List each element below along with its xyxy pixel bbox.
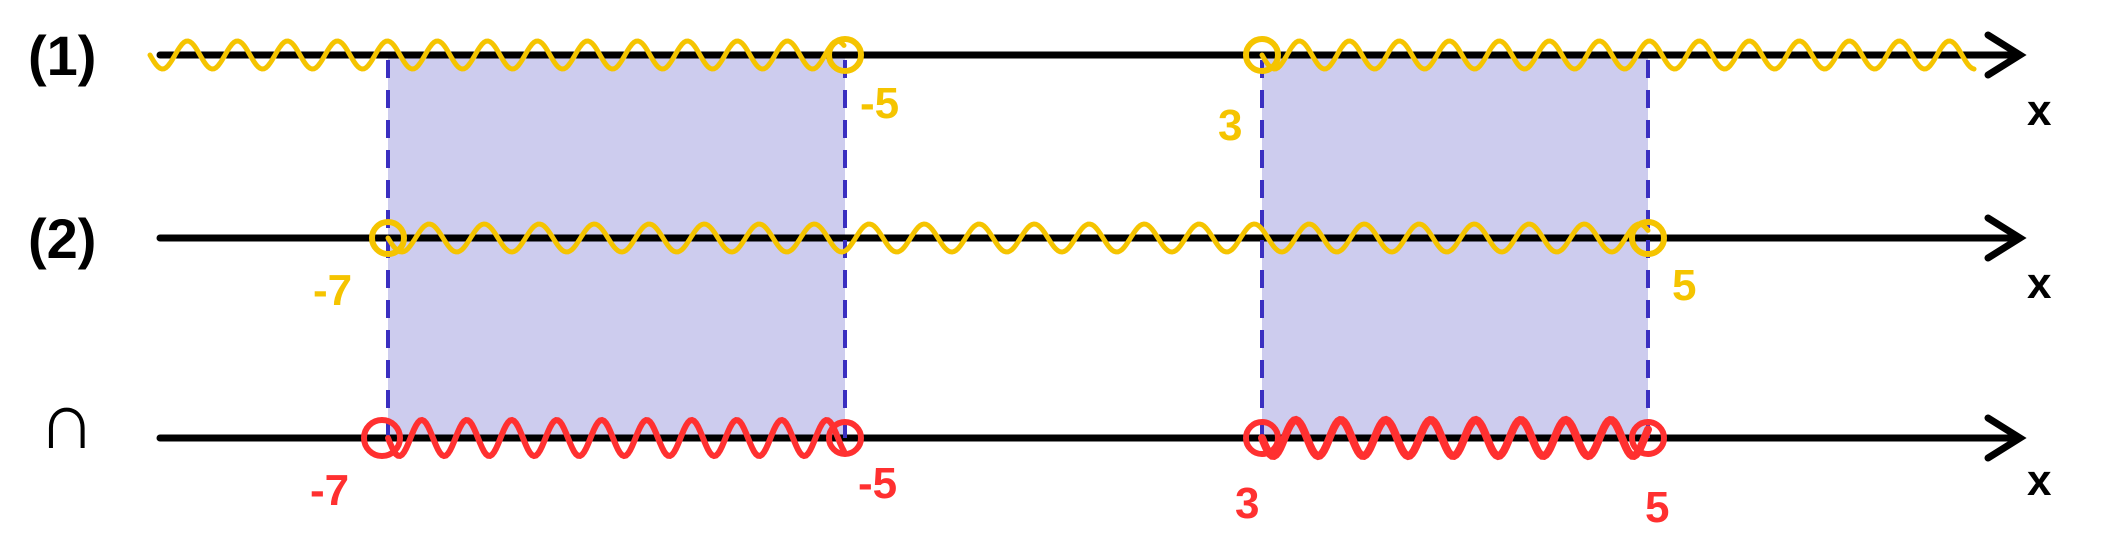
wave-row3-right	[1258, 415, 1652, 461]
row-label-1: (1)	[28, 24, 96, 87]
wave-row3-left	[385, 416, 847, 460]
point-label-row2-5: 5	[1672, 261, 1696, 310]
axis-label-x-3: x	[2027, 456, 2052, 505]
open-circle-row3--5	[826, 419, 864, 457]
row-label-intersection: ∩	[38, 376, 96, 465]
open-circle-row1-3	[1243, 36, 1281, 74]
open-circle-row2-5	[1629, 219, 1667, 257]
point-label-row2--7: -7	[313, 266, 352, 315]
wave-row2	[385, 221, 1651, 255]
arrow-head-3	[1984, 414, 2027, 462]
row-label-2: (2)	[28, 207, 96, 270]
wave-row1-left	[147, 38, 847, 72]
point-label-row3--5: -5	[858, 459, 897, 508]
open-circle-row3-5	[1629, 419, 1667, 457]
open-circle-row3--7	[361, 417, 403, 459]
point-label-row1--5: -5	[860, 79, 899, 128]
open-circle-row3-3	[1243, 419, 1281, 457]
point-label-row1-3: 3	[1218, 101, 1242, 150]
arrow-head-1	[1984, 31, 2027, 79]
point-label-row3--7: -7	[310, 466, 349, 515]
axis-label-x-1: x	[2027, 86, 2052, 135]
point-label-row3-5: 5	[1645, 483, 1669, 532]
wave-row1-right	[1259, 38, 1977, 72]
arrow-head-2	[1984, 214, 2027, 262]
axis-label-x-2: x	[2027, 259, 2052, 308]
open-circle-row2--7	[369, 219, 407, 257]
point-label-row3-3: 3	[1235, 479, 1259, 528]
open-circle-row1--5	[826, 36, 864, 74]
